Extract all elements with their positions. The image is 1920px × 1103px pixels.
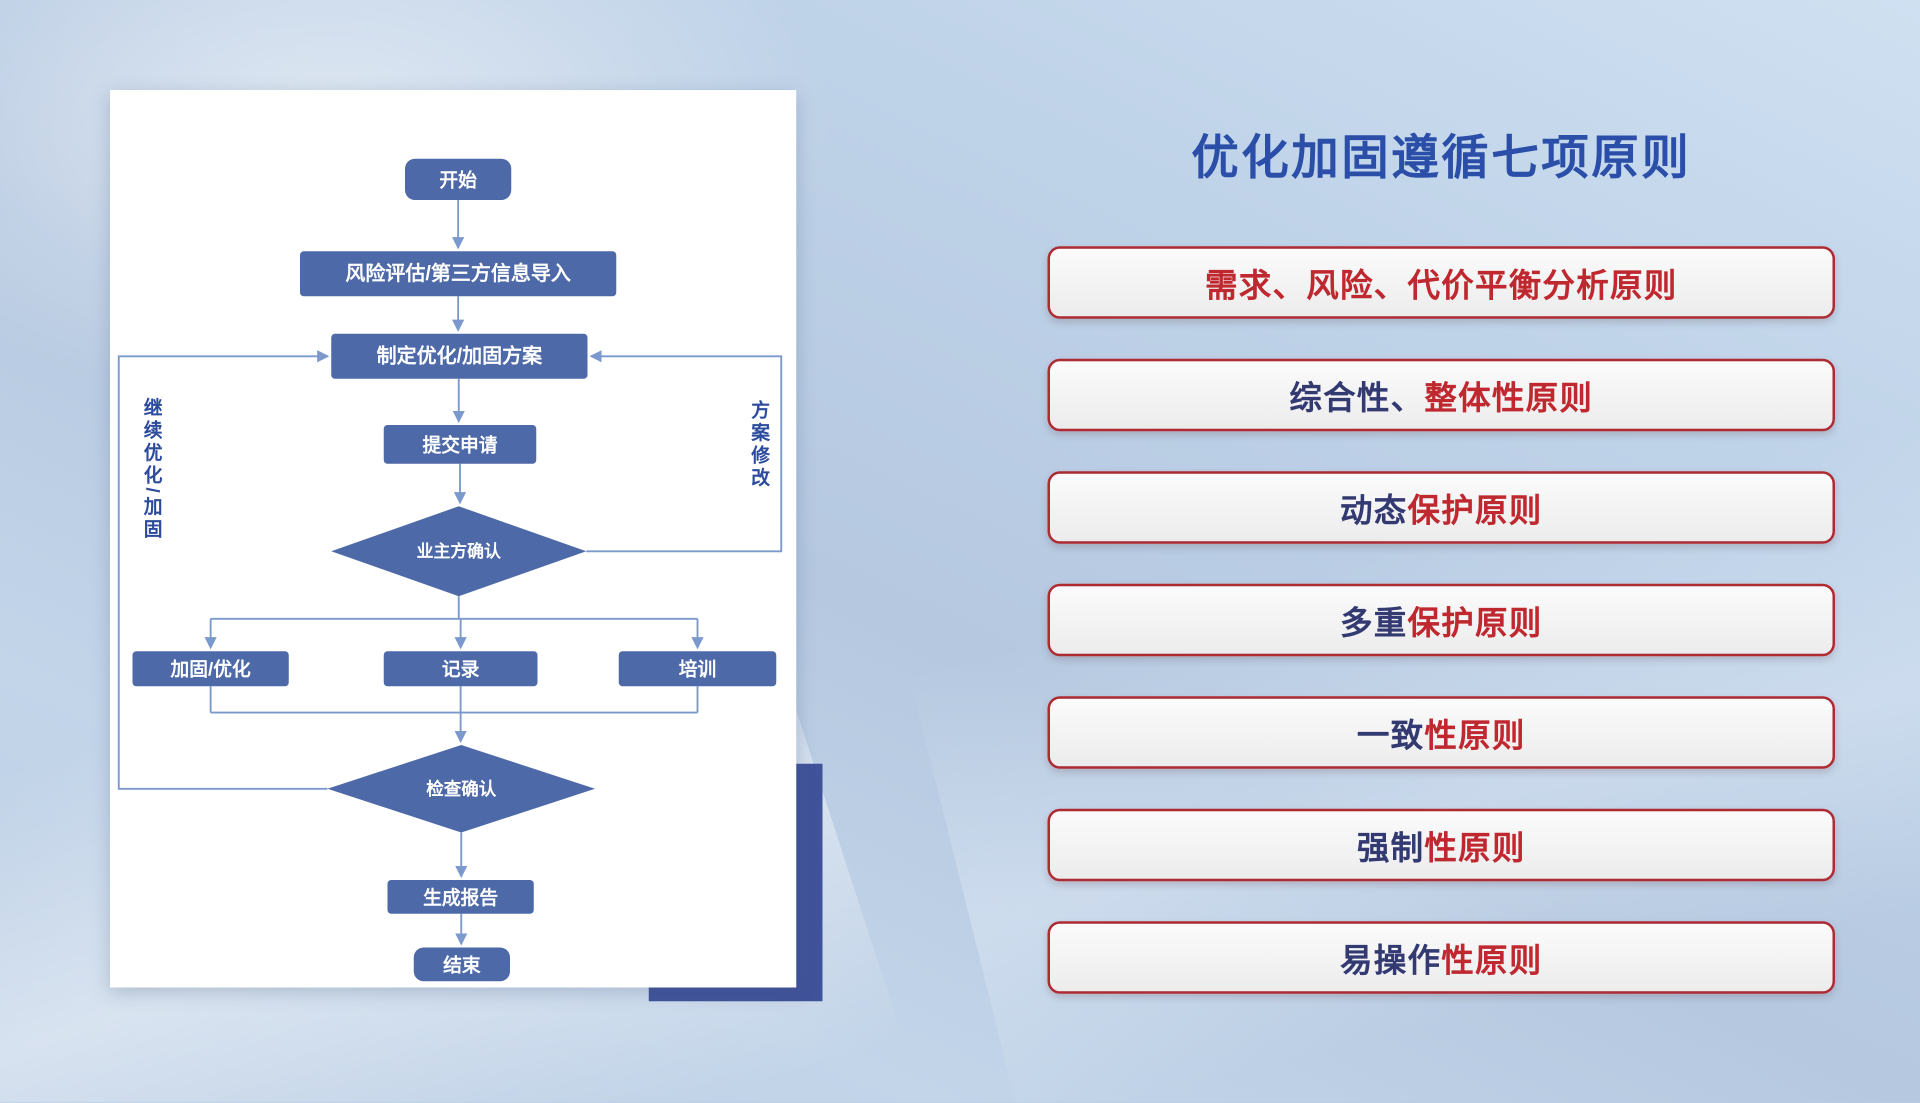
page-title: 优化加固遵循七项原则: [1191, 132, 1692, 186]
flow-edge-label-continue-loop: 继续优化/加固: [141, 397, 163, 542]
flow-node-record: 记录: [383, 651, 538, 687]
principle-item-1: 需求、风险、代价平衡分析原则: [1047, 246, 1835, 319]
principle-item-2: 综合性、整体性原则: [1047, 358, 1835, 432]
principle-text: 性原则: [1424, 715, 1526, 754]
flow-node-submit-request: 提交申请: [383, 425, 537, 464]
flow-node-risk-assessment: 风险评估/第三方信息导入: [300, 251, 617, 297]
principle-item-4: 多重保护原则: [1047, 583, 1835, 657]
principle-text: 综合性、: [1289, 378, 1425, 416]
flow-decision-owner-confirm: 业主方确认: [331, 506, 587, 597]
flow-decision-check-confirm-label: 检查确认: [426, 779, 496, 799]
principle-item-3: 动态保护原则: [1047, 471, 1835, 544]
principle-item-5: 一致性原则: [1047, 696, 1835, 769]
flow-node-make-plan: 制定优化/加固方案: [331, 333, 588, 379]
principles-list: 需求、风险、代价平衡分析原则综合性、整体性原则动态保护原则多重保护原则一致性原则…: [1047, 246, 1835, 994]
principle-text: 一致: [1356, 715, 1425, 754]
flow-node-harden-optimize: 加固/优化: [132, 651, 289, 687]
principle-text: 保护原则: [1407, 490, 1543, 529]
flow-edge-label-plan-revision: 方案修改: [748, 400, 770, 490]
principle-text: 多重: [1339, 603, 1408, 641]
flow-node-risk-assessment-label: 风险评估/第三方信息导入: [345, 261, 571, 285]
flow-node-harden-optimize-label: 加固/优化: [170, 657, 251, 679]
flow-node-submit-request-label: 提交申请: [423, 434, 498, 456]
principle-text: 需求、风险、代价平衡分析原则: [1204, 265, 1678, 304]
flowchart: 开始 风险评估/第三方信息导入 制定优化/加固方案 提交申请 业主方确认 加固/…: [117, 158, 783, 982]
principle-text: 保护原则: [1407, 603, 1543, 641]
flow-node-generate-report-label: 生成报告: [423, 886, 498, 908]
flow-edges: [117, 200, 783, 946]
principle-item-7: 易操作性原则: [1047, 921, 1835, 994]
flowchart-card: 开始 风险评估/第三方信息导入 制定优化/加固方案 提交申请 业主方确认 加固/…: [110, 90, 797, 988]
flow-decision-check-confirm: 检查确认: [327, 745, 595, 833]
principle-text: 易操作: [1339, 940, 1442, 979]
flow-node-training-label: 培训: [679, 657, 717, 679]
flow-node-record-label: 记录: [442, 658, 480, 679]
flow-node-end: 结束: [413, 947, 510, 982]
principle-text: 性原则: [1441, 940, 1543, 979]
principle-text: 性原则: [1424, 828, 1526, 866]
flow-node-generate-report: 生成报告: [387, 880, 534, 914]
flow-node-make-plan-label: 制定优化/加固方案: [377, 343, 544, 367]
flow-decision-owner-confirm-label: 业主方确认: [417, 541, 501, 561]
principle-item-6: 强制性原则: [1047, 808, 1835, 882]
flow-node-end-label: 结束: [443, 954, 481, 976]
principle-text: 整体性原则: [1424, 378, 1594, 416]
flow-node-start: 开始: [405, 158, 512, 200]
flow-node-training: 培训: [618, 651, 777, 687]
flow-node-start-label: 开始: [439, 169, 477, 191]
principle-text: 动态: [1339, 490, 1408, 529]
principle-text: 强制: [1356, 828, 1425, 866]
